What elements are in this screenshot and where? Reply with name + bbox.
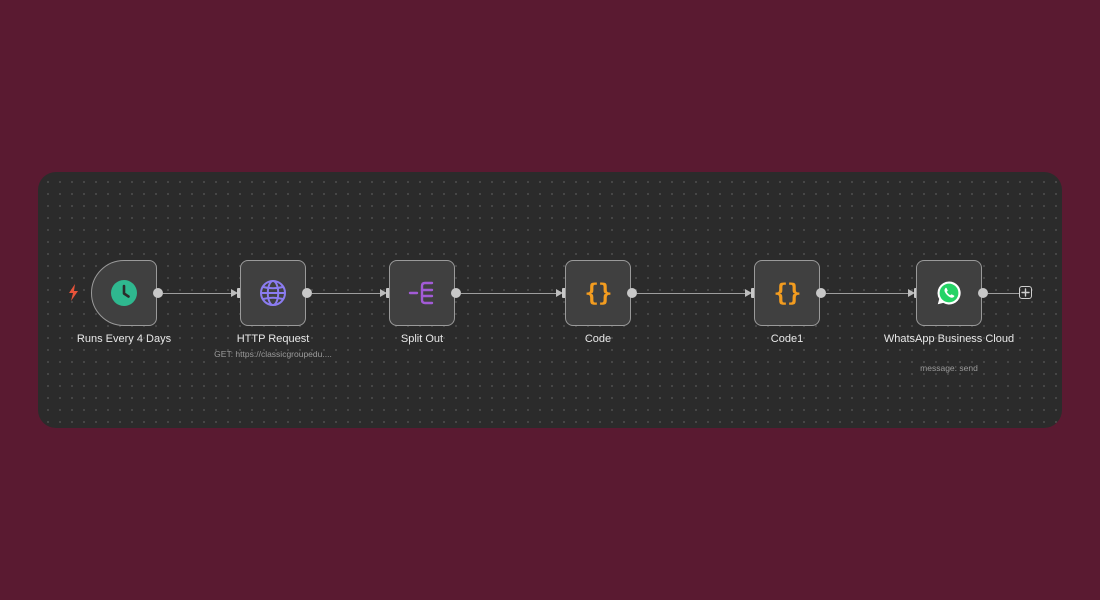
globe-icon <box>260 280 286 306</box>
node-label: Code <box>584 333 612 345</box>
clock-icon <box>111 280 137 306</box>
arrow-icon <box>908 288 915 297</box>
node-whatsapp-business-cloud[interactable] <box>916 260 982 326</box>
whatsapp-icon <box>937 281 961 305</box>
input-port[interactable] <box>751 288 755 298</box>
input-port[interactable] <box>386 288 390 298</box>
node-label: WhatsApp Business Cloud <box>883 333 1015 345</box>
node-http-request[interactable] <box>240 260 306 326</box>
connection-line[interactable] <box>637 292 749 294</box>
connection-line[interactable] <box>461 292 560 294</box>
split-out-icon <box>408 281 434 305</box>
output-port[interactable] <box>451 288 461 298</box>
node-label: Code1 <box>770 333 804 345</box>
output-port[interactable] <box>153 288 163 298</box>
node-code1[interactable]: {} <box>754 260 820 326</box>
output-port[interactable] <box>978 288 988 298</box>
add-node-button[interactable] <box>1019 286 1032 299</box>
node-split-out[interactable] <box>389 260 455 326</box>
node-subtitle: message: send <box>920 363 978 373</box>
arrow-icon <box>231 288 238 297</box>
code-braces-icon: {} <box>773 279 802 307</box>
connection-line[interactable] <box>312 292 384 294</box>
node-label: Split Out <box>400 333 444 345</box>
arrow-icon <box>380 288 387 297</box>
node-schedule-trigger[interactable] <box>91 260 157 326</box>
output-port[interactable] <box>302 288 312 298</box>
connection-line[interactable] <box>826 292 912 294</box>
lightning-bolt-icon <box>69 284 78 301</box>
connection-line <box>988 292 1020 294</box>
arrow-icon <box>745 288 752 297</box>
input-port[interactable] <box>237 288 241 298</box>
arrow-icon <box>556 288 563 297</box>
input-port[interactable] <box>562 288 566 298</box>
node-code[interactable]: {} <box>565 260 631 326</box>
connection-line[interactable] <box>163 292 235 294</box>
plus-icon <box>1021 288 1030 297</box>
node-label: HTTP Request <box>236 333 310 345</box>
workflow-canvas[interactable]: Runs Every 4 Days HTTP Request GET: http… <box>38 172 1062 428</box>
node-subtitle: GET: https://classicgroupedu.... <box>214 349 332 359</box>
output-port[interactable] <box>627 288 637 298</box>
node-label: Runs Every 4 Days <box>76 333 172 345</box>
output-port[interactable] <box>816 288 826 298</box>
code-braces-icon: {} <box>584 279 613 307</box>
